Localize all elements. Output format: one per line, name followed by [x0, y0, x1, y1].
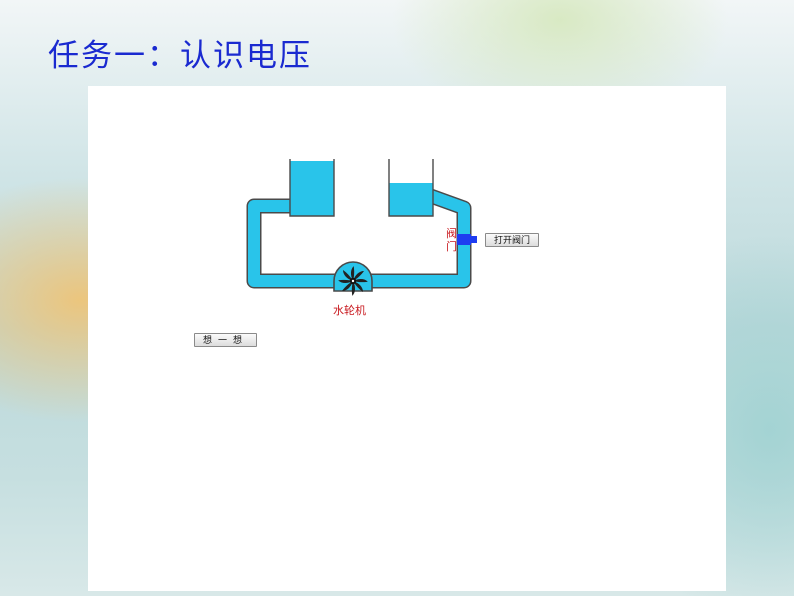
waterwheel-label: 水轮机	[333, 304, 366, 317]
slide-title: 任务一：认识电压	[48, 38, 312, 74]
valve-label: 阀门	[446, 227, 457, 253]
left-container	[289, 159, 335, 217]
waterwheel	[333, 261, 373, 296]
valve	[457, 234, 477, 245]
think-button[interactable]: 想一想	[194, 333, 258, 347]
right-container	[388, 159, 434, 217]
flash-canvas: 阀门 水轮机 打开阀门 想一想	[88, 86, 726, 591]
water-circuit-diagram	[246, 159, 477, 296]
waterwheel-icon	[338, 266, 368, 296]
open-valve-button[interactable]: 打开阀门	[485, 233, 540, 247]
